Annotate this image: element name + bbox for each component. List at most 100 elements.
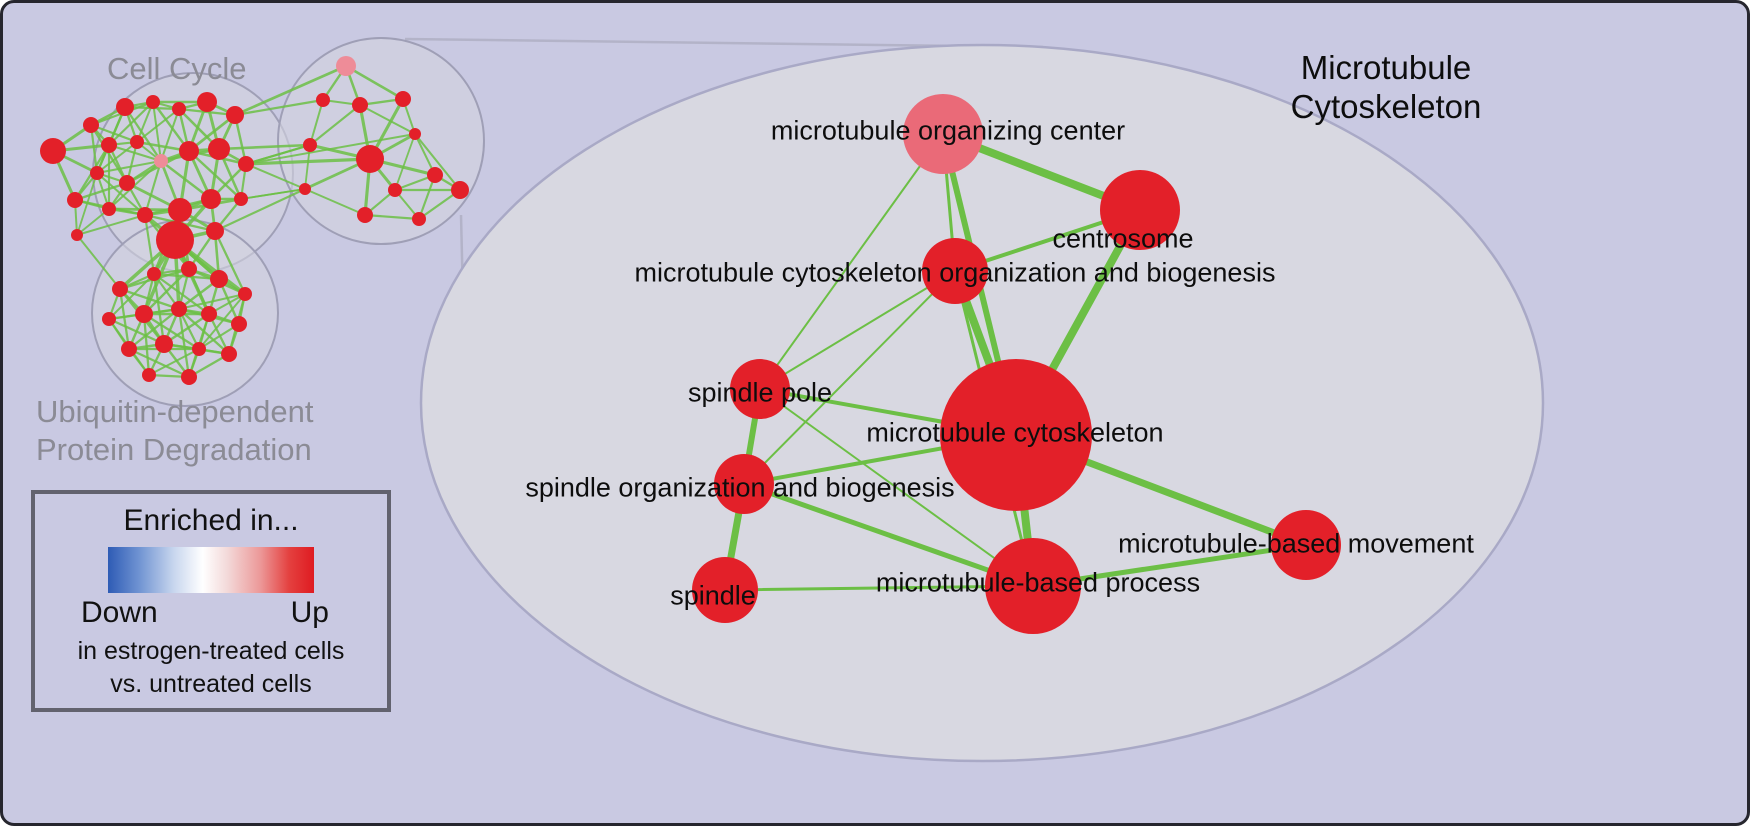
- detail-node-moc: [903, 94, 983, 174]
- overview-node: [192, 342, 206, 356]
- overview-node: [102, 312, 116, 326]
- overview-edge: [234, 98, 324, 117]
- legend-downup-row: Down Up: [35, 593, 387, 630]
- overview-edge: [245, 157, 371, 166]
- overview-edge: [108, 101, 154, 146]
- overview-node: [172, 102, 186, 116]
- overview-edge: [148, 348, 200, 376]
- overview-node: [357, 207, 373, 223]
- overview-node: [201, 306, 217, 322]
- overview-node: [156, 221, 194, 259]
- overview-node: [234, 192, 248, 206]
- overview-edge: [76, 234, 121, 290]
- overview-node: [395, 91, 411, 107]
- overview-edge: [359, 104, 416, 135]
- overview-node: [116, 98, 134, 116]
- overview-edge: [96, 172, 146, 216]
- overview-node: [299, 183, 311, 195]
- overview-node: [168, 198, 192, 222]
- detail-node-mcyto: [940, 359, 1092, 511]
- overview-edge: [364, 213, 420, 221]
- overview-edge: [124, 106, 162, 162]
- detail-edge-spindle-mbp: [723, 584, 1035, 592]
- overview-edge: [178, 292, 246, 311]
- overview-node: [451, 181, 469, 199]
- network-canvas: [40, 37, 1545, 763]
- detail-node-centrosome: [1100, 170, 1180, 250]
- overview-node: [147, 267, 161, 281]
- overview-node: [388, 183, 402, 197]
- overview-node: [226, 106, 244, 124]
- overview-edge: [152, 101, 162, 162]
- overview-node: [102, 202, 116, 216]
- overview-node: [238, 156, 254, 172]
- overview-edge: [245, 133, 416, 165]
- overview-edge: [136, 101, 154, 143]
- overview-edge: [108, 273, 155, 320]
- overview-edge: [240, 188, 306, 200]
- overview-node: [303, 138, 317, 152]
- overview-edge: [160, 108, 180, 162]
- overview-node: [83, 117, 99, 133]
- overview-edge: [74, 181, 128, 202]
- overview-node: [154, 154, 168, 168]
- detail-edge-moc-spole: [759, 133, 944, 390]
- detail-edge-spole-mbp: [759, 388, 1034, 587]
- overview-node: [181, 261, 197, 277]
- overview-node: [101, 137, 117, 153]
- detail-cluster-title: Microtubule Cytoskeleton: [1290, 49, 1482, 125]
- overview-node: [206, 222, 224, 240]
- overview-edge: [218, 143, 311, 151]
- overview-node: [221, 346, 237, 362]
- overview-node: [121, 341, 137, 357]
- overview-node: [142, 368, 156, 382]
- overview-node: [137, 207, 153, 223]
- overview-node: [336, 56, 356, 76]
- overview-edge: [198, 293, 246, 350]
- overview-node: [146, 95, 160, 109]
- overview-node: [90, 166, 104, 180]
- overview-node: [179, 141, 199, 161]
- overview-node: [71, 229, 83, 241]
- overview-edge: [96, 160, 162, 174]
- legend-gradient-bar: [108, 547, 314, 593]
- overview-node: [208, 138, 230, 160]
- overview-node: [412, 212, 426, 226]
- overview-edge: [234, 64, 347, 117]
- overview-edge: [118, 288, 131, 350]
- overview-edge: [143, 214, 156, 275]
- overview-node: [155, 335, 173, 353]
- overview-edge: [245, 143, 311, 166]
- overview-node: [67, 192, 83, 208]
- overview-node: [181, 369, 197, 385]
- cluster-label-ubiquitin: Ubiquitin-dependent Protein Degradation: [36, 394, 314, 467]
- overview-edge: [128, 308, 180, 350]
- overview-edge: [214, 188, 306, 232]
- overview-edge: [152, 101, 190, 152]
- overview-node: [135, 305, 153, 323]
- overview-edge: [345, 64, 404, 101]
- cluster-label-cell-cycle: Cell Cycle: [107, 51, 247, 86]
- overview-node: [356, 145, 384, 173]
- overview-node: [210, 270, 228, 288]
- detail-node-mcob: [922, 238, 988, 304]
- overview-edge: [76, 214, 146, 236]
- legend-subtitle: in estrogen-treated cells vs. untreated …: [77, 637, 345, 698]
- overview-edge: [128, 347, 190, 379]
- overview-node: [409, 128, 421, 140]
- overview-node: [197, 92, 217, 112]
- legend-up-label: Up: [290, 596, 329, 629]
- detail-node-spindle: [692, 557, 758, 623]
- overview-edge: [304, 188, 366, 216]
- overview-edge: [142, 313, 151, 376]
- overview-edge: [213, 230, 247, 295]
- overview-edge: [136, 108, 180, 143]
- overview-edge: [163, 312, 210, 346]
- legend-box: Enriched in... Down Up in estrogen-treat…: [31, 490, 391, 712]
- overview-node: [112, 281, 128, 297]
- overview-edge: [143, 160, 163, 216]
- detail-node-mbm: [1271, 510, 1341, 580]
- detail-node-sob: [714, 454, 774, 514]
- overview-node: [40, 138, 66, 164]
